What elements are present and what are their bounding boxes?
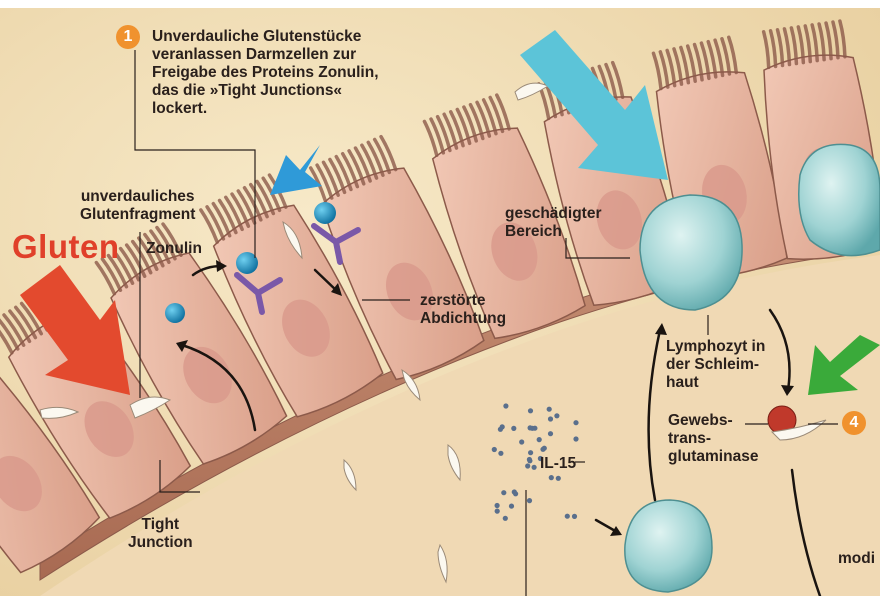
il15-dot bbox=[503, 403, 508, 408]
il15-dot bbox=[532, 465, 537, 470]
il15-dot bbox=[501, 490, 506, 495]
il15-dot bbox=[572, 514, 577, 519]
il15-dot bbox=[492, 447, 497, 452]
il15-dot bbox=[511, 426, 516, 431]
il15-dot bbox=[537, 437, 542, 442]
il15-dot bbox=[528, 450, 533, 455]
il15-dot bbox=[565, 514, 570, 519]
step-1-description: Unverdauliche Glutenstücke veranlassen D… bbox=[152, 28, 379, 118]
step-badge-1: 1 bbox=[116, 25, 140, 49]
il15-dot bbox=[500, 424, 505, 429]
il15-dot bbox=[527, 498, 532, 503]
il15-dot bbox=[554, 413, 559, 418]
il15-dot bbox=[527, 457, 532, 462]
il15-dot bbox=[548, 431, 553, 436]
il15-dot bbox=[495, 509, 500, 514]
cut-off-label: modi bbox=[838, 550, 875, 568]
il15-dot bbox=[547, 407, 552, 412]
il15-dot bbox=[573, 420, 578, 425]
il15-dot bbox=[556, 476, 561, 481]
il15-dot bbox=[498, 451, 503, 456]
damaged-area-label: geschädigter Bereich bbox=[505, 205, 601, 241]
tight-junction-label: Tight Junction bbox=[128, 516, 193, 552]
il15-dot bbox=[525, 463, 530, 468]
il15-dot bbox=[549, 475, 554, 480]
il15-dot bbox=[503, 516, 508, 521]
il15-dot bbox=[542, 446, 547, 451]
fragment-label: unverdauliches Glutenfragment bbox=[80, 188, 195, 224]
il15-dot bbox=[573, 436, 578, 441]
il15-dot bbox=[530, 426, 535, 431]
zonulin-label: Zonulin bbox=[146, 240, 202, 258]
il15-dot bbox=[495, 503, 500, 508]
il15-dot bbox=[528, 408, 533, 413]
il15-dot bbox=[548, 416, 553, 421]
il15-label: IL-15 bbox=[540, 455, 576, 473]
transglutaminase-label: Gewebs- trans- glutaminase bbox=[668, 412, 758, 466]
il15-dot bbox=[509, 504, 514, 509]
lymphocyte-label: Lymphozyt in der Schleim- haut bbox=[666, 338, 765, 392]
il15-dot bbox=[512, 489, 517, 494]
gluten-title: Gluten bbox=[12, 228, 120, 266]
il15-dot bbox=[519, 439, 524, 444]
destroyed-seal-label: zerstörte Abdichtung bbox=[420, 292, 506, 328]
step-badge-4: 4 bbox=[842, 411, 866, 435]
